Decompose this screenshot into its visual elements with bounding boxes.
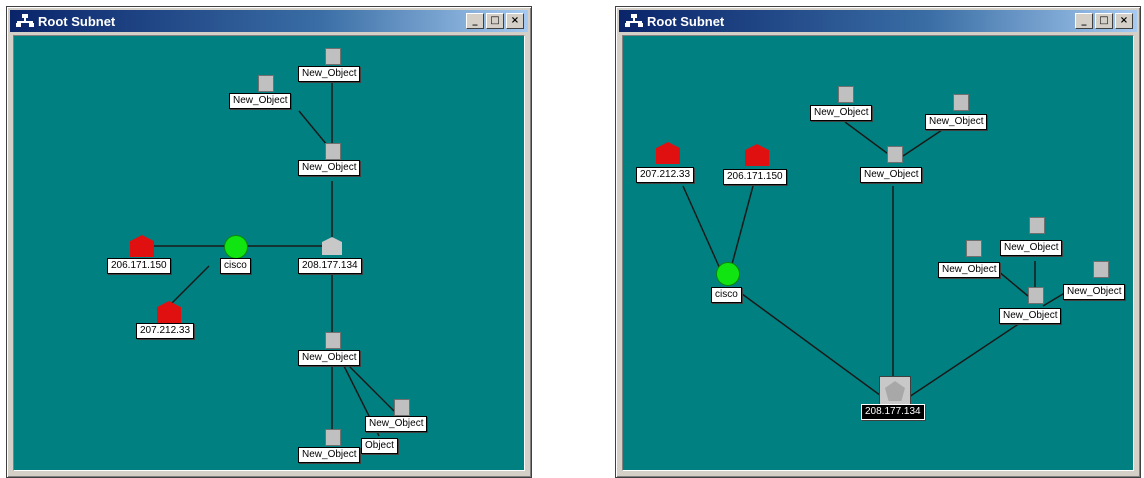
- connection-lines: [139, 76, 395, 446]
- window-title: Root Subnet: [38, 13, 116, 29]
- node-label[interactable]: New_Object: [925, 114, 988, 130]
- object-node-icon[interactable]: [394, 399, 410, 416]
- object-node-icon[interactable]: [966, 240, 982, 257]
- object-node-icon[interactable]: [1093, 261, 1109, 278]
- network-map-canvas[interactable]: New_Object New_Object New_Object 207.212…: [622, 35, 1134, 471]
- network-map-window-left: Root Subnet _ □ × New_Object New_Object: [6, 6, 532, 478]
- connection-lines: [682, 121, 1069, 402]
- router-gray-icon[interactable]: [322, 237, 342, 255]
- object-node-icon[interactable]: [325, 143, 341, 160]
- node-label[interactable]: cisco: [220, 258, 251, 274]
- router-red-icon[interactable]: [130, 235, 154, 257]
- object-node-icon[interactable]: [953, 94, 969, 111]
- node-label[interactable]: New_Object: [365, 416, 428, 432]
- node-label[interactable]: 206.171.150: [107, 258, 171, 274]
- object-node-icon[interactable]: [258, 75, 274, 92]
- object-node-icon[interactable]: [325, 429, 341, 446]
- router-red-icon[interactable]: [157, 301, 181, 323]
- close-button[interactable]: ×: [1115, 13, 1133, 29]
- node-label[interactable]: New_Object: [298, 447, 361, 463]
- object-node-icon[interactable]: [1029, 217, 1045, 234]
- network-map-window-right: Root Subnet _ □ × New_Object New: [615, 6, 1141, 478]
- object-node-icon[interactable]: [838, 86, 854, 103]
- node-label[interactable]: New_Object: [1063, 284, 1126, 300]
- minimize-button[interactable]: _: [1075, 13, 1093, 29]
- network-map-canvas[interactable]: New_Object New_Object New_Object 206.171…: [13, 35, 525, 471]
- node-label[interactable]: New_Object: [229, 93, 292, 109]
- cisco-node-icon[interactable]: [224, 235, 248, 259]
- close-button[interactable]: ×: [506, 13, 524, 29]
- node-label[interactable]: 207.212.33: [636, 167, 695, 183]
- node-label[interactable]: New_Object: [298, 350, 361, 366]
- window-title: Root Subnet: [647, 13, 725, 29]
- node-label[interactable]: New_Object: [860, 167, 923, 183]
- node-label[interactable]: Object: [361, 438, 398, 454]
- node-label[interactable]: New_Object: [938, 262, 1001, 278]
- minimize-button[interactable]: _: [466, 13, 484, 29]
- window-titlebar[interactable]: Root Subnet _ □ ×: [619, 10, 1137, 32]
- node-label[interactable]: New_Object: [810, 105, 873, 121]
- network-icon: [16, 14, 34, 28]
- object-node-icon[interactable]: [325, 48, 341, 65]
- maximize-button[interactable]: □: [1095, 13, 1113, 29]
- maximize-button[interactable]: □: [486, 13, 504, 29]
- node-label[interactable]: New_Object: [298, 66, 361, 82]
- node-label[interactable]: New_Object: [1000, 240, 1063, 256]
- node-label[interactable]: 207.212.33: [136, 323, 195, 339]
- router-red-icon[interactable]: [656, 142, 680, 164]
- node-label[interactable]: New_Object: [298, 160, 361, 176]
- network-icon: [625, 14, 643, 28]
- node-label[interactable]: New_Object: [999, 308, 1062, 324]
- object-node-icon[interactable]: [325, 332, 341, 349]
- node-label[interactable]: 208.177.134: [298, 258, 362, 274]
- object-node-icon[interactable]: [1028, 287, 1044, 304]
- cisco-node-icon[interactable]: [716, 262, 740, 286]
- node-label-selected[interactable]: 208.177.134: [861, 404, 925, 420]
- router-gray-icon[interactable]: [879, 376, 911, 406]
- node-label[interactable]: 206.171.150: [723, 169, 787, 185]
- router-red-icon[interactable]: [745, 144, 769, 166]
- object-node-icon[interactable]: [887, 146, 903, 163]
- node-label[interactable]: cisco: [711, 287, 742, 303]
- window-titlebar[interactable]: Root Subnet _ □ ×: [10, 10, 528, 32]
